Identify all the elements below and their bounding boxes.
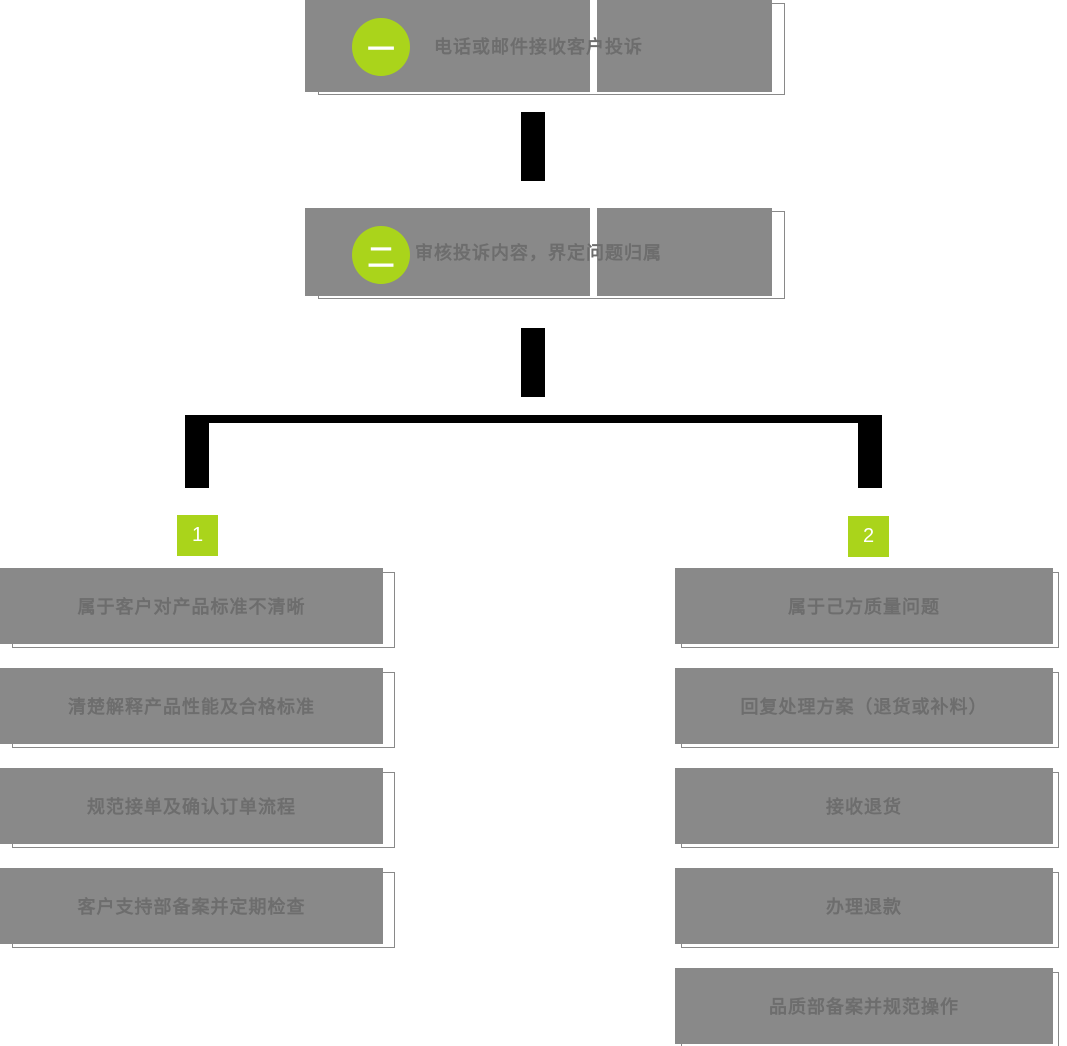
ribbon-gap	[590, 208, 597, 296]
ribbon-band	[0, 868, 383, 944]
connector-vertical-2	[521, 328, 545, 397]
step-label: 属于客户对产品标准不清晰	[77, 597, 306, 617]
branch-badge-1: 1	[177, 515, 218, 556]
ribbon-band	[675, 768, 1053, 844]
flow-step-box-right-2: 回复处理方案（退货或补料）	[675, 668, 1059, 748]
step-label: 属于己方质量问题	[788, 597, 940, 617]
step-label: 回复处理方案（退货或补料）	[740, 697, 988, 717]
step-label: 电话或邮件接收客户投诉	[434, 37, 643, 57]
ribbon-band	[0, 568, 383, 644]
flow-step-box-right-5: 品质部备案并规范操作	[675, 968, 1059, 1046]
flow-step-box-left-2: 清楚解释产品性能及合格标准	[0, 668, 395, 748]
step-label: 办理退款	[826, 897, 902, 917]
step-number-circle-2: 二	[352, 226, 410, 284]
connector-vertical-1	[521, 112, 545, 181]
connector-drop-right	[858, 415, 882, 488]
flow-step-box-right-4: 办理退款	[675, 868, 1059, 948]
ribbon-band	[0, 668, 383, 744]
flow-step-box-left-3: 规范接单及确认订单流程	[0, 768, 395, 848]
ribbon-band	[0, 768, 383, 844]
flow-step-box-review-complaint: 二 审核投诉内容，界定问题归属	[305, 208, 785, 299]
step-number-circle-1: 一	[352, 18, 410, 76]
flow-step-box-receive-complaint: 一 电话或邮件接收客户投诉	[305, 0, 785, 95]
connector-drop-left	[185, 415, 209, 488]
step-label: 清楚解释产品性能及合格标准	[68, 697, 315, 717]
flow-step-box-right-1: 属于己方质量问题	[675, 568, 1059, 648]
branch-badge-2: 2	[848, 516, 889, 557]
step-label: 品质部备案并规范操作	[769, 997, 959, 1017]
flow-step-box-left-1: 属于客户对产品标准不清晰	[0, 568, 395, 648]
flow-step-box-right-3: 接收退货	[675, 768, 1059, 848]
ribbon-band	[675, 968, 1053, 1044]
connector-horizontal-split	[190, 415, 878, 423]
ribbon-band	[675, 568, 1053, 644]
flow-step-box-left-4: 客户支持部备案并定期检查	[0, 868, 395, 948]
ribbon-band	[675, 868, 1053, 944]
step-label: 客户支持部备案并定期检查	[77, 897, 306, 917]
ribbon-gap	[590, 0, 597, 92]
step-number-text: 一	[367, 34, 395, 65]
branch-badge-text: 1	[191, 524, 204, 546]
step-label: 规范接单及确认订单流程	[87, 797, 296, 817]
step-label: 审核投诉内容，界定问题归属	[415, 243, 662, 263]
step-label: 接收退货	[826, 797, 902, 817]
branch-badge-text: 2	[862, 525, 875, 547]
ribbon-band	[675, 668, 1053, 744]
step-number-text: 二	[367, 242, 395, 273]
